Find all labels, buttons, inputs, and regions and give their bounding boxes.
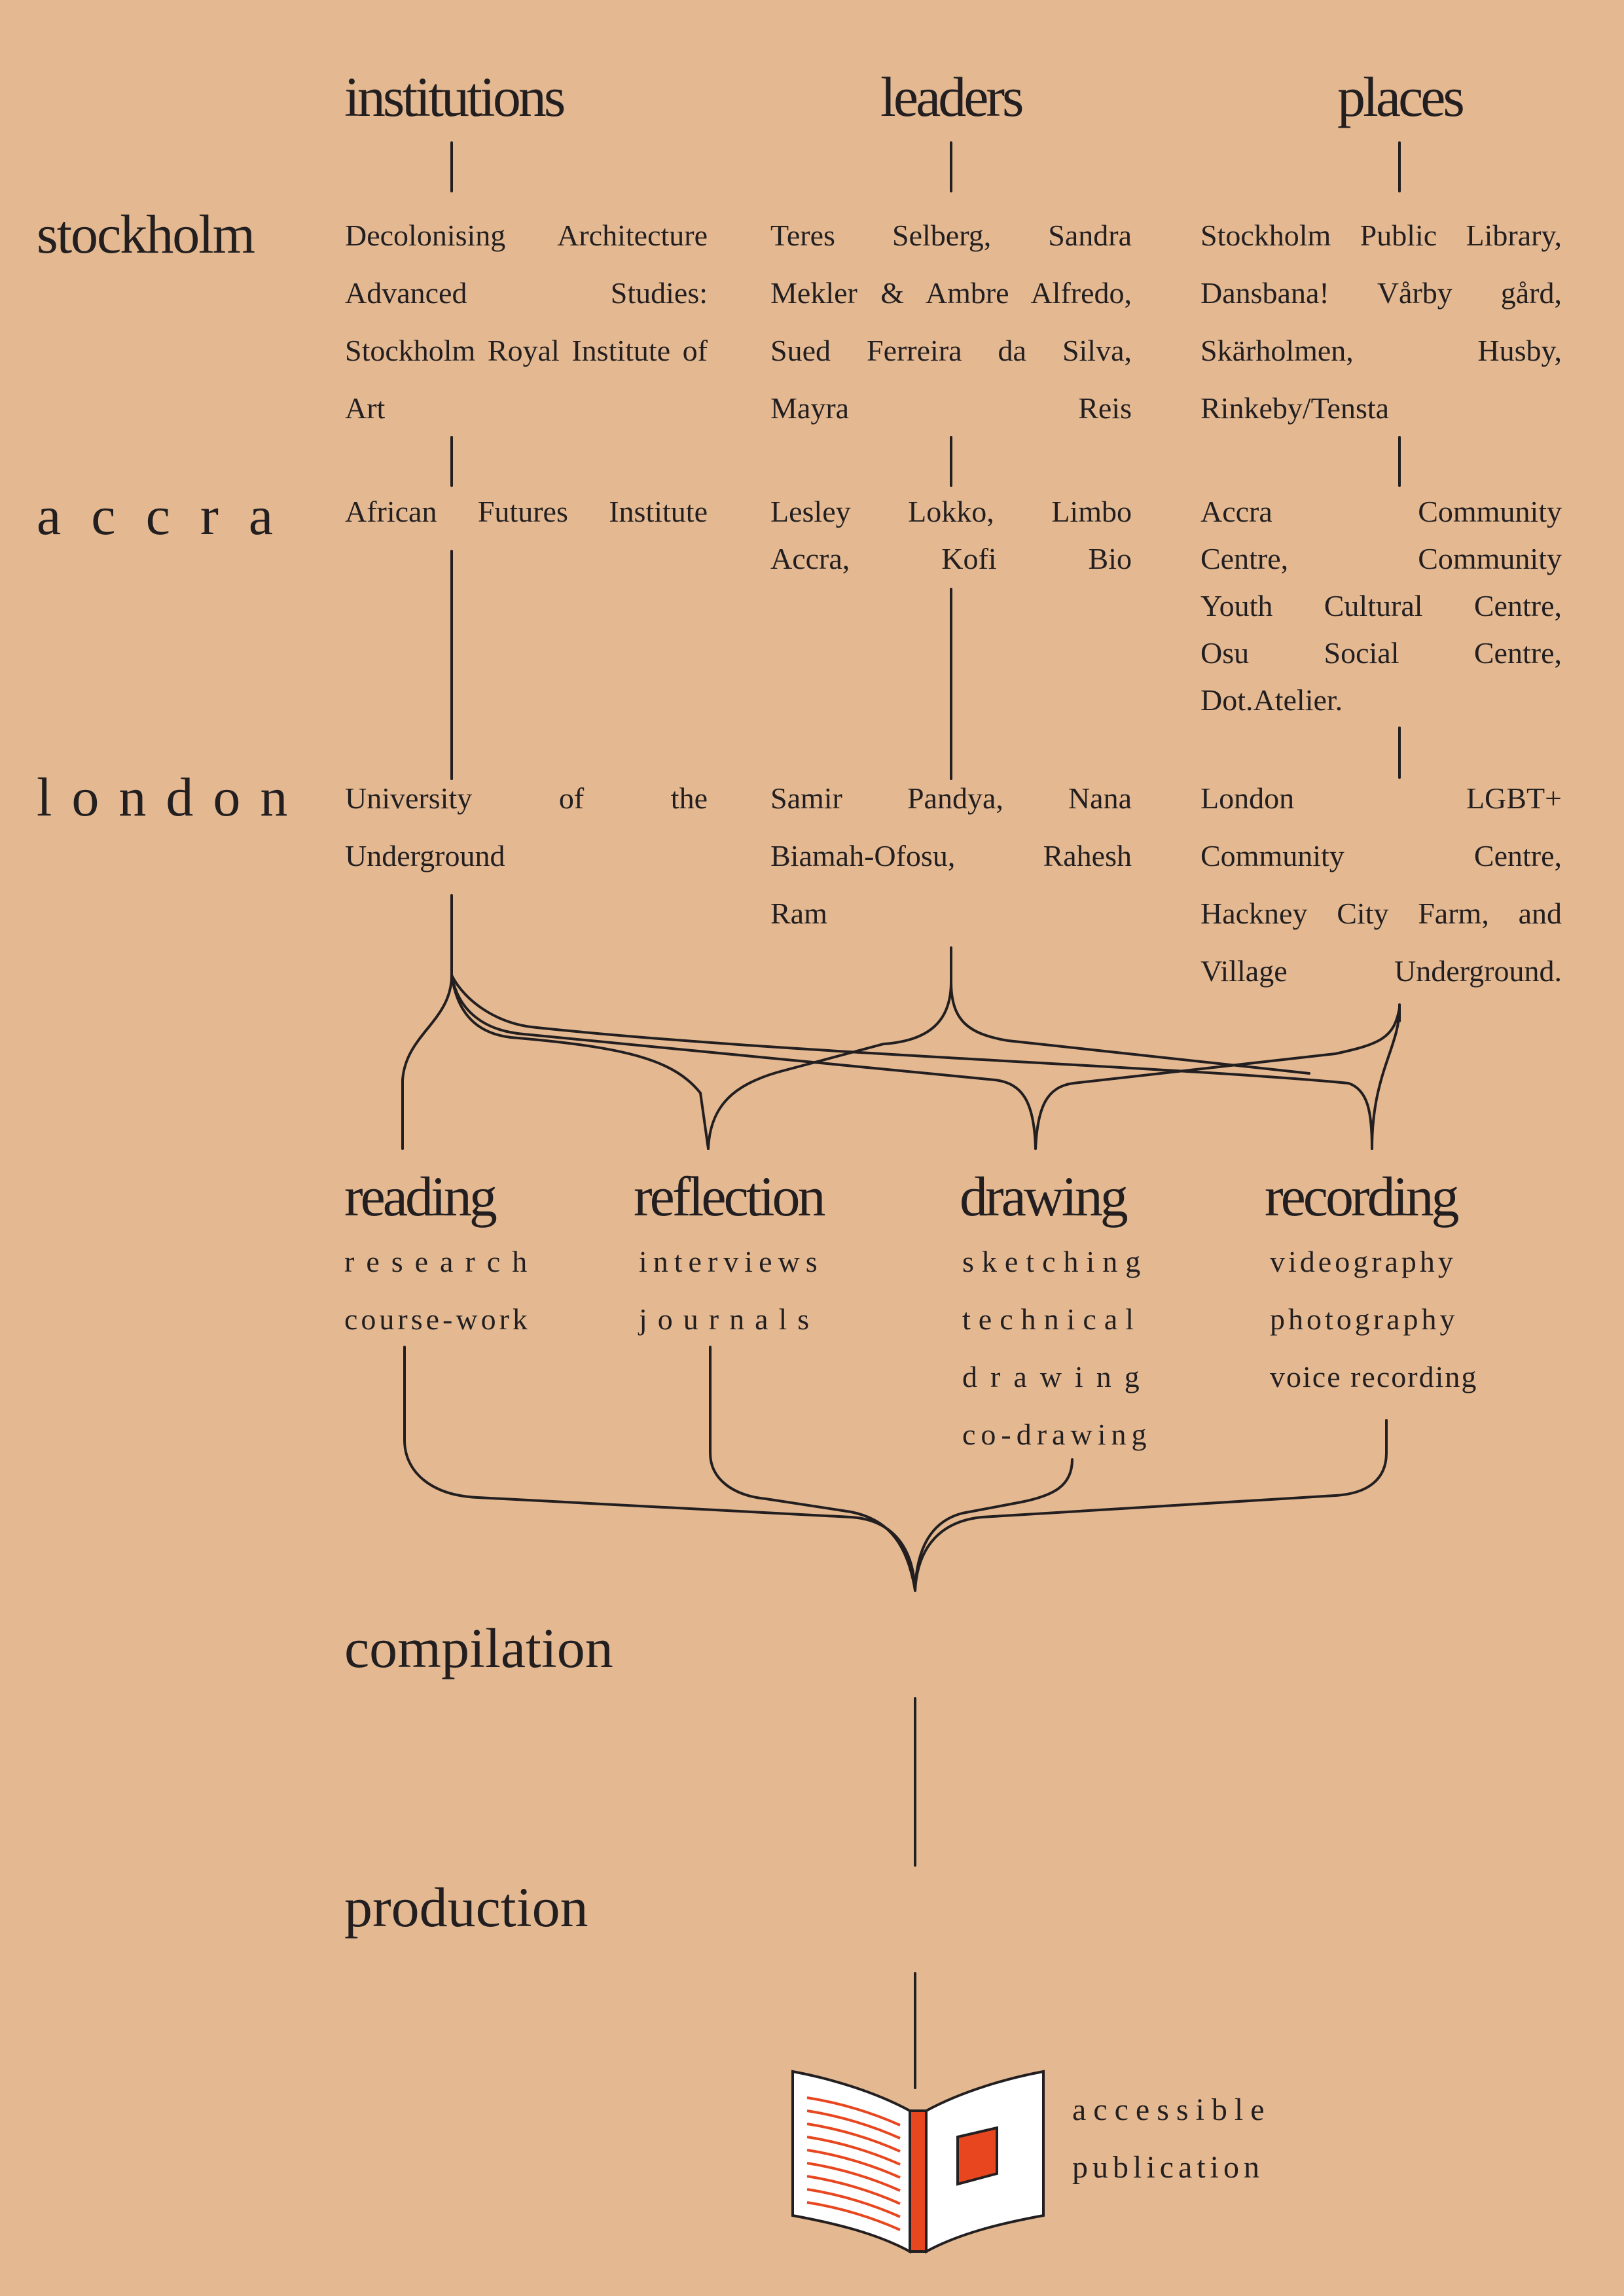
method-item: course-work [344, 1302, 531, 1336]
method-item: videography [1270, 1245, 1456, 1278]
cell-accra-institutions: African Futures Institute [345, 488, 708, 535]
cell-line: Centre, Community [1200, 542, 1562, 575]
method-item: research [344, 1245, 539, 1278]
cell-line: Samir Pandya, Nana [770, 781, 1132, 815]
method-recording: recording videography photography voice … [1265, 1164, 1477, 1406]
cell-line: London LGBT+ [1200, 781, 1562, 815]
cell-stockholm-leaders: Teres Selberg, Sandra Mekler & Ambre Alf… [770, 207, 1132, 437]
publication-line: accessible [1072, 2092, 1272, 2127]
cell-line: Biamah-Ofosu, Rahesh [770, 839, 1132, 872]
cell-line: Skärholmen, Husby, [1200, 334, 1562, 367]
cell-line: Dot.Atelier. [1200, 683, 1343, 717]
cell-accra-leaders: Lesley Lokko, Limbo Accra, Kofi Bio [770, 488, 1132, 583]
stage-compilation: compilation [344, 1617, 613, 1679]
cell-line: Community Centre, [1200, 839, 1562, 872]
cell-stockholm-places: Stockholm Public Library, Dansbana! Vårb… [1200, 207, 1562, 437]
cell-line: Teres Selberg, Sandra [770, 219, 1132, 252]
cell-line: Lesley Lokko, Limbo [770, 495, 1132, 528]
method-item: voice recording [1270, 1360, 1478, 1393]
method-title: reflection [634, 1165, 825, 1228]
cell-london-places: London LGBT+ Community Centre, Hackney C… [1200, 770, 1562, 1000]
cell-line: University of the [345, 781, 708, 815]
cell-line: Stockholm Public Library, [1200, 219, 1562, 252]
cell-line: Stockholm Royal Institute of [345, 334, 708, 367]
cell-line: African Futures Institute [345, 495, 708, 528]
column-header-leaders: leaders [880, 65, 1024, 128]
publication-line: publication [1072, 2150, 1264, 2185]
cell-line: Sued Ferreira da Silva, [770, 334, 1132, 367]
method-item: drawing [962, 1360, 1153, 1393]
cell-line: Art [345, 391, 386, 425]
cell-london-institutions: University of the Underground [345, 770, 708, 885]
method-item: sketching [962, 1245, 1149, 1278]
city-label-accra: accra [37, 486, 304, 547]
cell-stockholm-institutions: Decolonising Architecture Advanced Studi… [345, 207, 708, 437]
cell-line: Accra, Kofi Bio [770, 542, 1132, 575]
method-title: reading [344, 1165, 497, 1228]
stage-production: production [344, 1876, 588, 1939]
column-header-institutions: institutions [344, 65, 566, 128]
cell-line: Mayra Reis [770, 391, 1132, 425]
method-item: interviews [639, 1245, 823, 1278]
cell-line: Rinkeby/Tensta [1200, 391, 1390, 425]
cell-line: Village Underground. [1200, 954, 1562, 988]
cell-accra-places: Accra Community Centre, Community Youth … [1200, 488, 1562, 724]
cell-london-leaders: Samir Pandya, Nana Biamah-Ofosu, Rahesh … [770, 770, 1132, 942]
method-title: drawing [960, 1165, 1128, 1228]
cell-line: Youth Cultural Centre, [1200, 589, 1562, 622]
publication-label: accessible publication [1072, 2081, 1272, 2197]
cell-line: Accra Community [1200, 495, 1562, 528]
cell-line: Decolonising Architecture [345, 219, 708, 252]
cell-line: Hackney City Farm, and [1200, 897, 1562, 930]
cell-line: Mekler & Ambre Alfredo, [770, 276, 1132, 310]
open-book-icon [791, 2070, 1045, 2254]
method-item: technical [962, 1302, 1142, 1336]
column-header-places: places [1337, 65, 1465, 128]
method-item: photography [1270, 1302, 1458, 1336]
method-reflection: reflection interviews journals [634, 1164, 825, 1348]
cell-line: Dansbana! Vårby gård, [1200, 276, 1562, 310]
method-item: journals [639, 1302, 820, 1336]
cell-line: Underground [345, 839, 505, 872]
method-reading: reading research course-work [344, 1164, 539, 1348]
cell-line: Osu Social Centre, [1200, 636, 1562, 670]
city-label-london: london [37, 767, 308, 828]
method-item: co-drawing [962, 1418, 1152, 1451]
cell-line: Advanced Studies: [345, 276, 708, 310]
method-title: recording [1265, 1165, 1460, 1228]
city-label-stockholm: stockholm [37, 204, 255, 265]
cell-line: Ram [770, 897, 827, 930]
method-drawing: drawing sketching technical drawing co-d… [960, 1164, 1153, 1463]
